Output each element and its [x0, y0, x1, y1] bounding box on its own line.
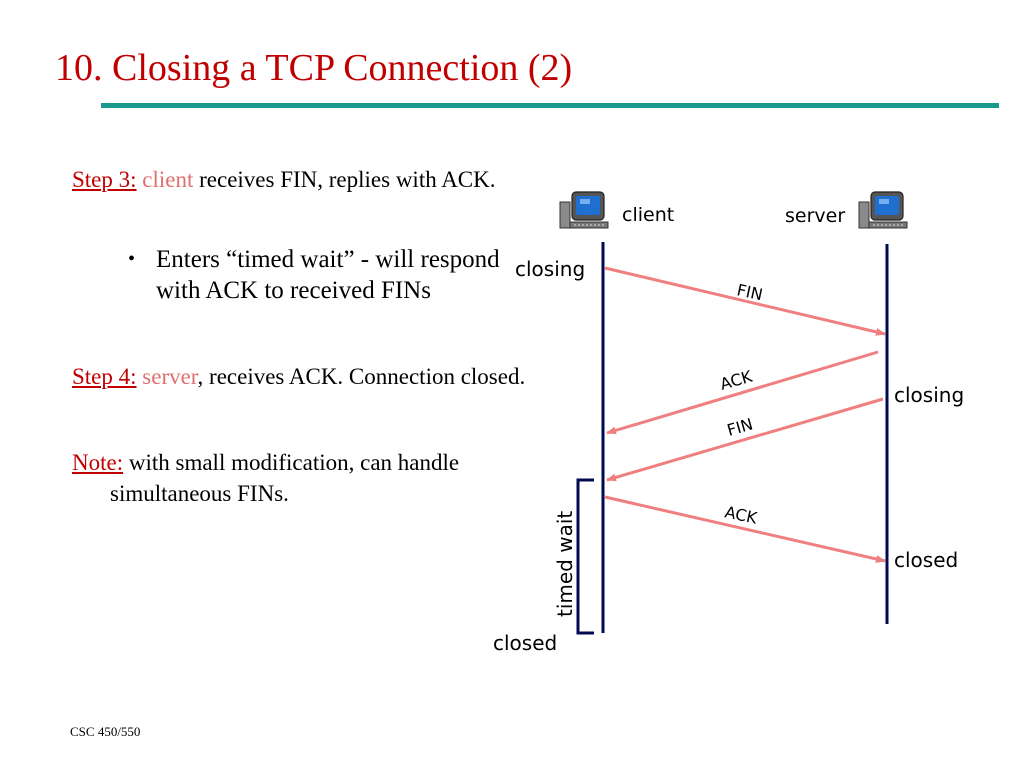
- step-4-lead: Step 4:: [72, 364, 137, 389]
- note-text: with small modification, can handle simu…: [110, 450, 460, 506]
- fin-2-message-label: FIN: [725, 414, 755, 439]
- fin-arrow-server-to-client: [606, 397, 884, 482]
- client-closing-label: closing: [515, 257, 585, 281]
- step-3-actor: client: [142, 167, 194, 192]
- step-4-actor: server: [142, 364, 198, 389]
- server-computer-icon: [858, 191, 908, 229]
- client-closed-label: closed: [493, 631, 557, 655]
- title-divider: [101, 103, 999, 108]
- timed-wait-label: timed wait: [553, 511, 577, 617]
- course-footer: CSC 450/550: [70, 724, 141, 739]
- server-closing-label: closing: [894, 383, 964, 407]
- timed-wait-bracket: [576, 478, 594, 635]
- timed-wait-bullet: • Enters “timed wait” - will respond wit…: [128, 244, 526, 306]
- step-3-paragraph: Step 3: client receives FIN, replies wit…: [72, 164, 540, 195]
- note-paragraph: Note: with small modification, can handl…: [72, 447, 540, 509]
- ack-arrow-client-to-server: [604, 495, 886, 563]
- step-4-paragraph: Step 4: server, receives ACK. Connection…: [72, 361, 540, 392]
- server-label: server: [785, 205, 845, 227]
- client-computer-icon: [559, 191, 609, 229]
- ack-arrow-server-to-client: [606, 350, 879, 435]
- step-3-lead: Step 3:: [72, 167, 137, 192]
- step-3-text: receives FIN, replies with ACK.: [193, 167, 496, 192]
- bullet-text: Enters “timed wait” - will respond with …: [156, 246, 500, 304]
- client-label: client: [622, 204, 674, 226]
- server-closed-label: closed: [894, 548, 958, 572]
- note-lead: Note:: [72, 450, 124, 475]
- fin-arrow-client-to-server: [604, 266, 886, 336]
- fin-message-label: FIN: [735, 280, 764, 304]
- bullet-marker: •: [128, 248, 136, 270]
- slide-title: 10. Closing a TCP Connection (2): [55, 47, 573, 89]
- step-4-text: , receives ACK. Connection closed.: [197, 364, 526, 389]
